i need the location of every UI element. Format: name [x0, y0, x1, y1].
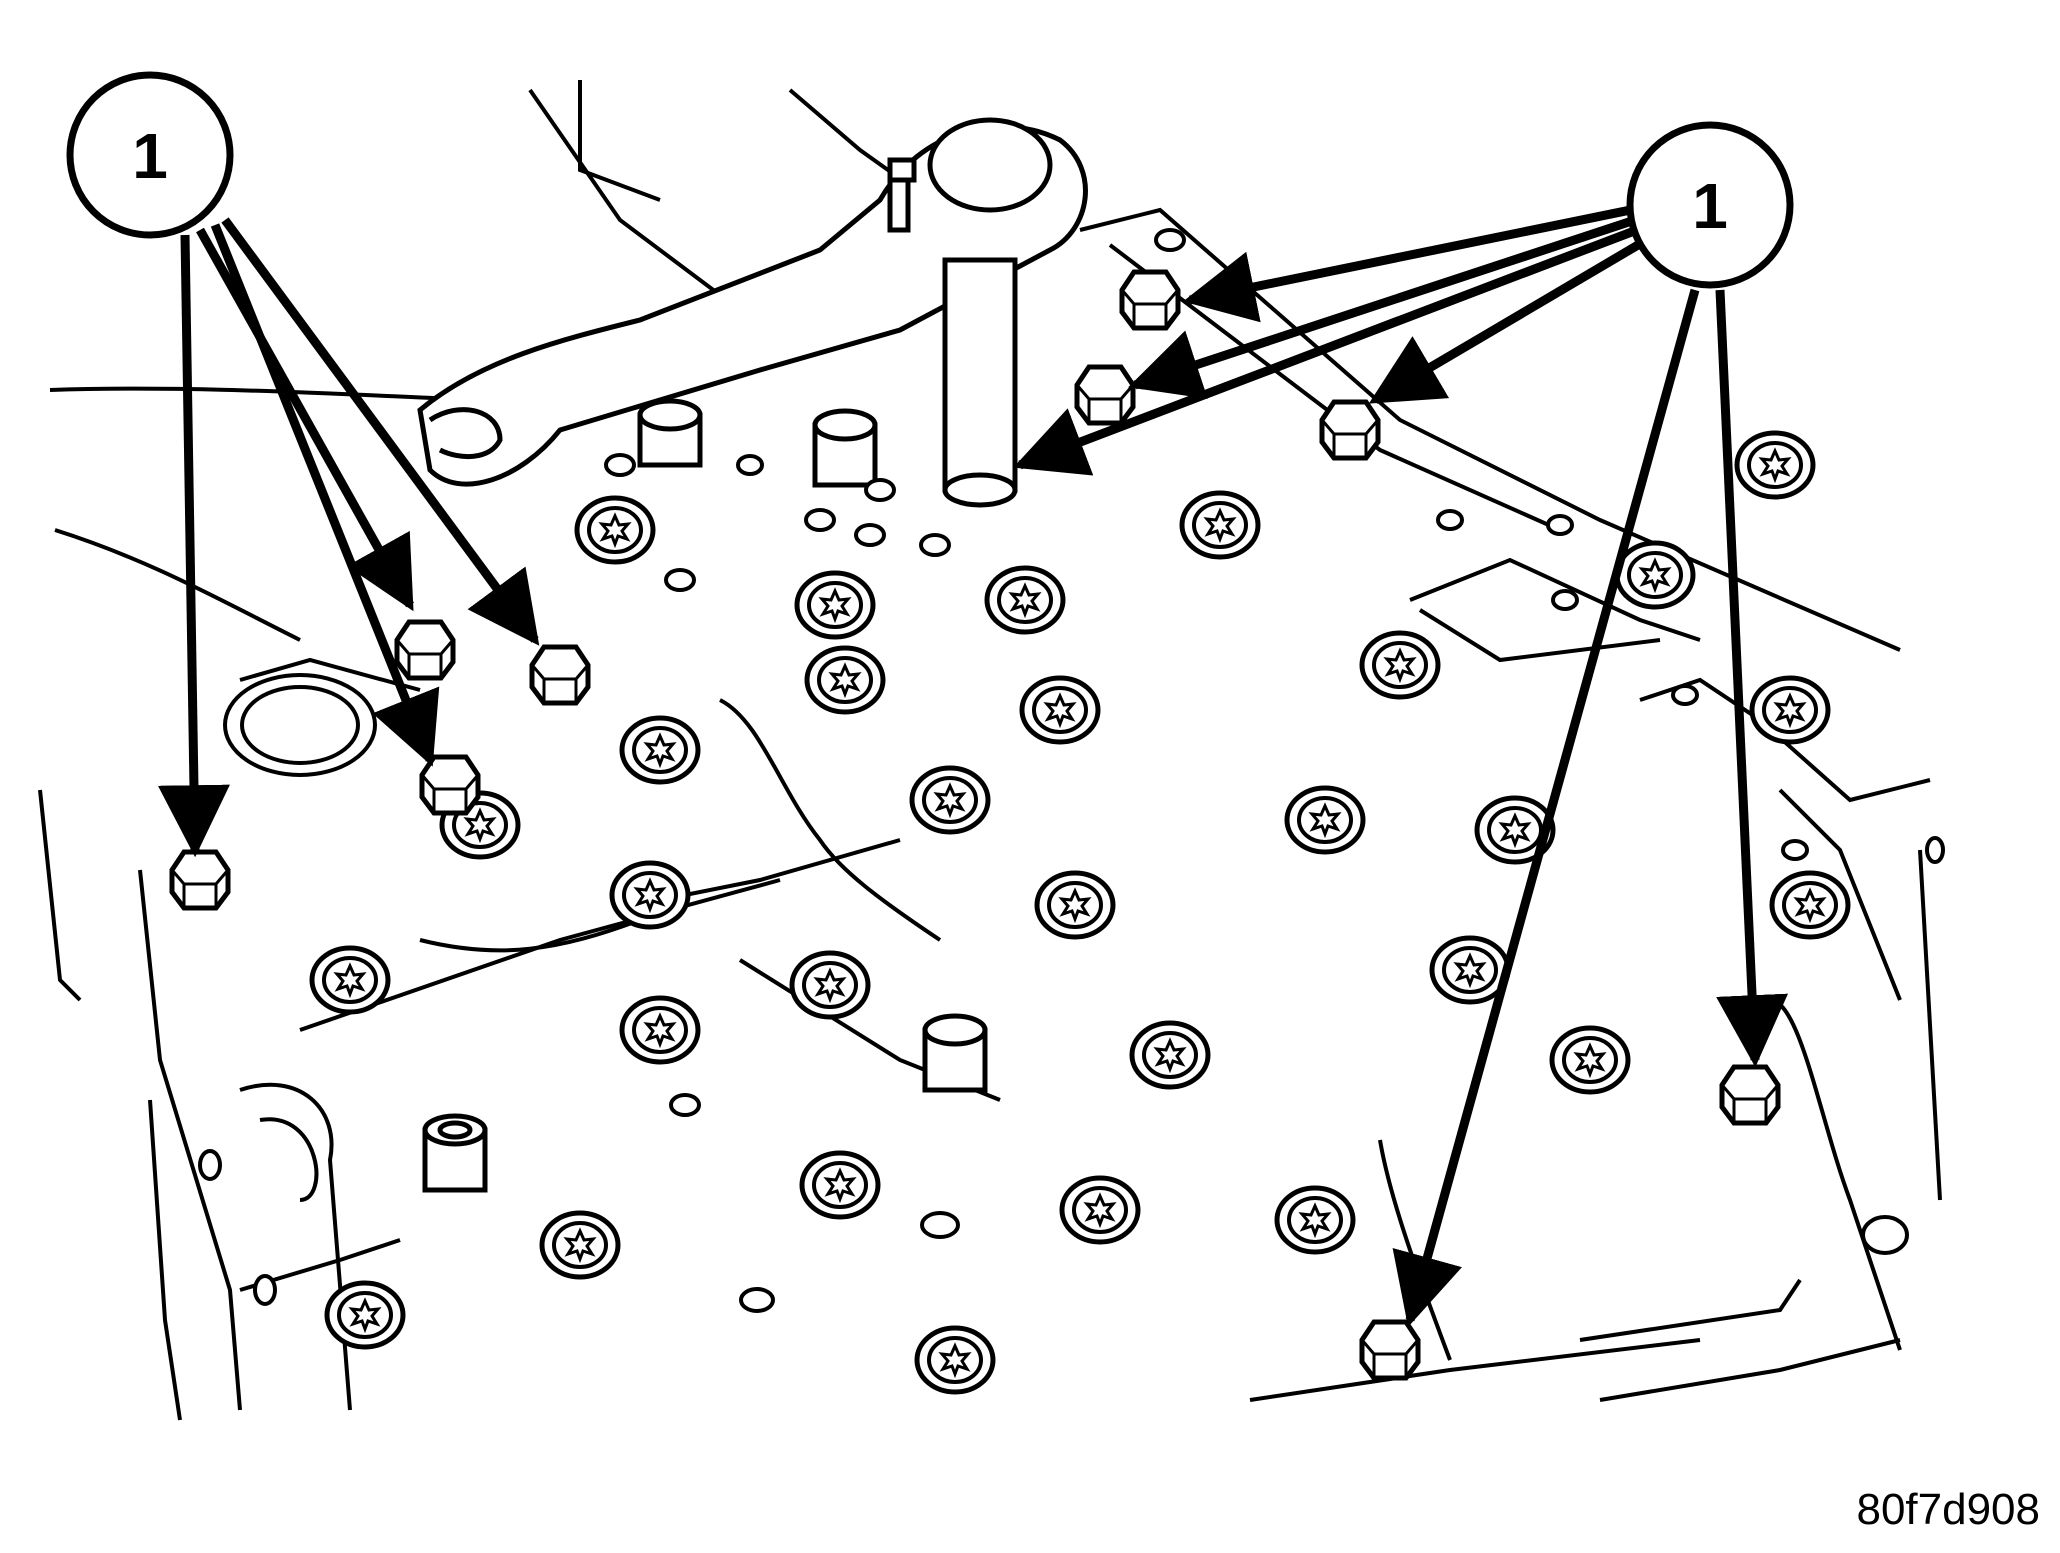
figure-id: 80f7d908	[1856, 1485, 2040, 1534]
callout-left-label: 1	[132, 120, 168, 192]
callout-left: 1	[66, 71, 234, 239]
callout-right: 1	[1626, 121, 1794, 289]
bores-and-holes	[198, 228, 1945, 1313]
callout-right-label: 1	[1692, 170, 1728, 242]
leader-arrows	[157, 200, 1789, 1327]
ratchet-wrench	[417, 117, 1088, 487]
socket-extension	[942, 257, 1018, 508]
dowel-sleeves	[422, 398, 988, 1193]
